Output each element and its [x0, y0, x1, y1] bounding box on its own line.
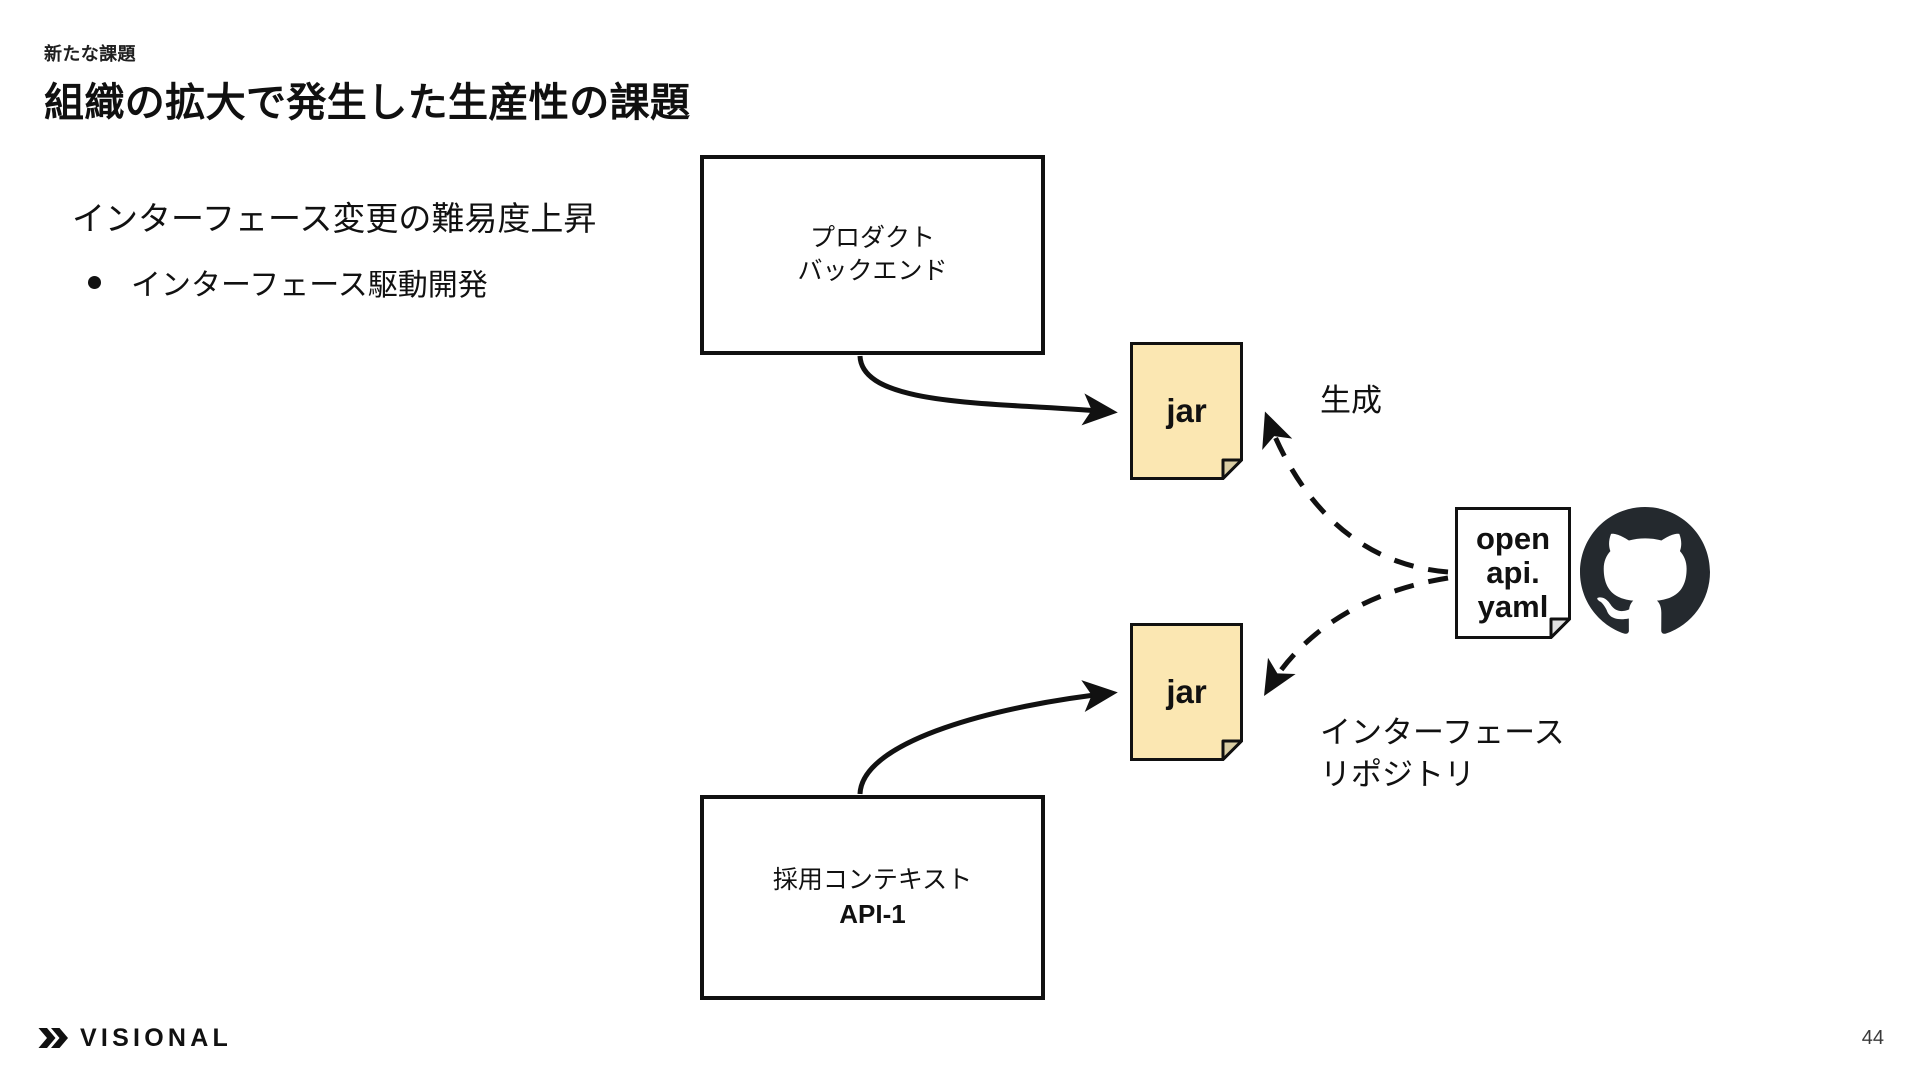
bullet-dot-icon: [88, 275, 101, 289]
architecture-diagram: プロダクト バックエンド 採用コンテキスト API-1 jar jar open…: [700, 140, 1900, 1000]
node-product-backend-line2: バックエンド: [797, 257, 948, 285]
caption-interface-repository-line2: リポジトリ: [1320, 756, 1475, 792]
visional-wordmark: VISIONAL: [80, 1023, 233, 1052]
github-icon: [1580, 507, 1710, 634]
note-shape: [1455, 507, 1571, 639]
body-lead-text: インターフェース変更の難易度上昇: [72, 200, 597, 237]
note-jar-bottom[interactable]: jar: [1130, 623, 1243, 761]
diagram-connectors: [857, 355, 1449, 795]
caption-interface-repository: インターフェース リポジトリ: [1320, 712, 1565, 796]
edge-product-backend-to-jar-top: [857, 355, 1118, 426]
edge-adopt-context-to-jar-bottom: [857, 680, 1118, 795]
node-product-backend[interactable]: プロダクト バックエンド: [700, 155, 1045, 355]
note-shape: [1130, 623, 1243, 761]
caption-generate: 生成: [1320, 383, 1382, 418]
list-item: インターフェース駆動開発: [88, 260, 488, 304]
slide-eyebrow: 新たな課題: [44, 44, 136, 64]
page-number: 44: [1861, 1027, 1884, 1049]
note-jar-top[interactable]: jar: [1130, 342, 1243, 480]
bullet-list: インターフェース駆動開発: [88, 260, 488, 314]
edge-openapi-to-jar-bottom: [1264, 575, 1449, 697]
node-adopt-context[interactable]: 採用コンテキスト API-1: [700, 795, 1045, 1000]
node-adopt-context-line1: 採用コンテキスト: [772, 865, 973, 894]
caption-interface-repository-line1: インターフェース: [1320, 715, 1565, 750]
visional-logo: VISIONAL: [38, 1024, 232, 1052]
note-shape: [1130, 342, 1243, 480]
list-item-label: インターフェース駆動開発: [131, 269, 488, 302]
node-adopt-context-line2: API-1: [839, 898, 906, 929]
double-chevron-icon: [38, 1028, 68, 1048]
node-product-backend-line1: プロダクト: [809, 224, 935, 252]
page-title: 組織の拡大で発生した生産性の課題: [44, 81, 691, 125]
edge-openapi-to-jar-top: [1262, 411, 1449, 575]
note-openapi-yaml[interactable]: open api. yaml: [1455, 507, 1571, 639]
